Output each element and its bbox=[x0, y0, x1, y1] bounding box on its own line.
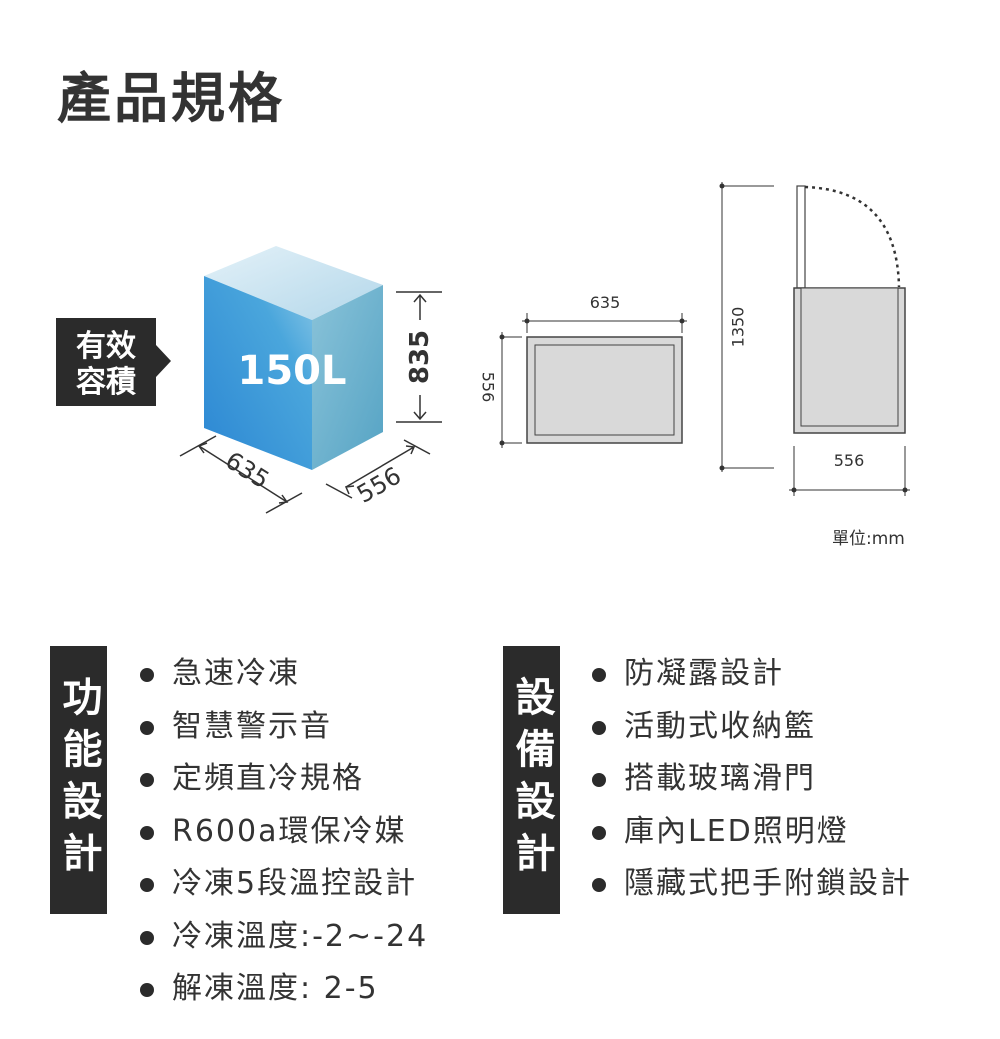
door-swing-arc bbox=[804, 185, 901, 288]
dimension-diagram: 有效 容積 150L 635 556 835 bbox=[56, 182, 910, 514]
list-item: 活動式收納籃 bbox=[590, 701, 912, 754]
equipment-heading: 設備設計 bbox=[508, 676, 555, 884]
list-item: 防凝露設計 bbox=[590, 648, 912, 701]
capacity-badge: 有效 容積 bbox=[56, 318, 171, 406]
box-depth-dimension bbox=[325, 439, 431, 499]
list-item: 急速冷凍 bbox=[138, 648, 428, 701]
features-heading: 功能設計 bbox=[55, 676, 102, 884]
open-door-panel bbox=[796, 185, 806, 289]
page-title: 產品規格 bbox=[57, 67, 285, 130]
features-list: 急速冷凍 智慧警示音 定頻直冷規格 R600a環保冷媒 冷凍5段溫控設計 冷凍溫… bbox=[138, 648, 428, 1016]
total-height-label: 1350 bbox=[729, 307, 748, 348]
list-item: 定頻直冷規格 bbox=[138, 753, 428, 806]
side-view-depth-label: 556 bbox=[834, 451, 865, 470]
box-top-face bbox=[204, 246, 383, 320]
box-width-dimension bbox=[179, 435, 303, 514]
box-front-face bbox=[204, 276, 312, 470]
box-depth-label: 556 bbox=[352, 461, 406, 508]
list-item: 庫內LED照明燈 bbox=[590, 806, 912, 859]
equipment-list: 防凝露設計 活動式收納籃 搭載玻璃滑門 庫內LED照明燈 隱藏式把手附鎖設計 bbox=[590, 648, 912, 911]
list-item: 隱藏式把手附鎖設計 bbox=[590, 858, 912, 911]
volume-box-3d: 150L bbox=[204, 246, 383, 470]
box-side-face bbox=[312, 285, 383, 470]
list-item: 解凍溫度: 2-5 bbox=[138, 963, 428, 1016]
list-item: 冷凍5段溫控設計 bbox=[138, 858, 428, 911]
top-view-drawing: 635 556 bbox=[479, 293, 687, 448]
equipment-heading-badge: 設備設計 bbox=[503, 646, 560, 914]
list-item: 搭載玻璃滑門 bbox=[590, 753, 912, 806]
list-item: R600a環保冷媒 bbox=[138, 806, 428, 859]
side-view-drawing: 1350 556 bbox=[719, 182, 910, 496]
capacity-label-line1: 有效 bbox=[76, 329, 136, 364]
box-height-label: 835 bbox=[405, 330, 435, 384]
volume-value: 150L bbox=[238, 348, 347, 394]
unit-label: 單位:mm bbox=[832, 529, 905, 549]
box-width-label: 635 bbox=[220, 446, 274, 494]
top-view-width-label: 635 bbox=[590, 293, 621, 312]
capacity-label-line2: 容積 bbox=[76, 365, 136, 400]
features-heading-badge: 功能設計 bbox=[50, 646, 107, 914]
box-height-dimension bbox=[396, 291, 442, 423]
list-item: 智慧警示音 bbox=[138, 701, 428, 754]
list-item: 冷凍溫度:-2~-24 bbox=[138, 911, 428, 964]
top-view-depth-label: 556 bbox=[479, 372, 498, 403]
